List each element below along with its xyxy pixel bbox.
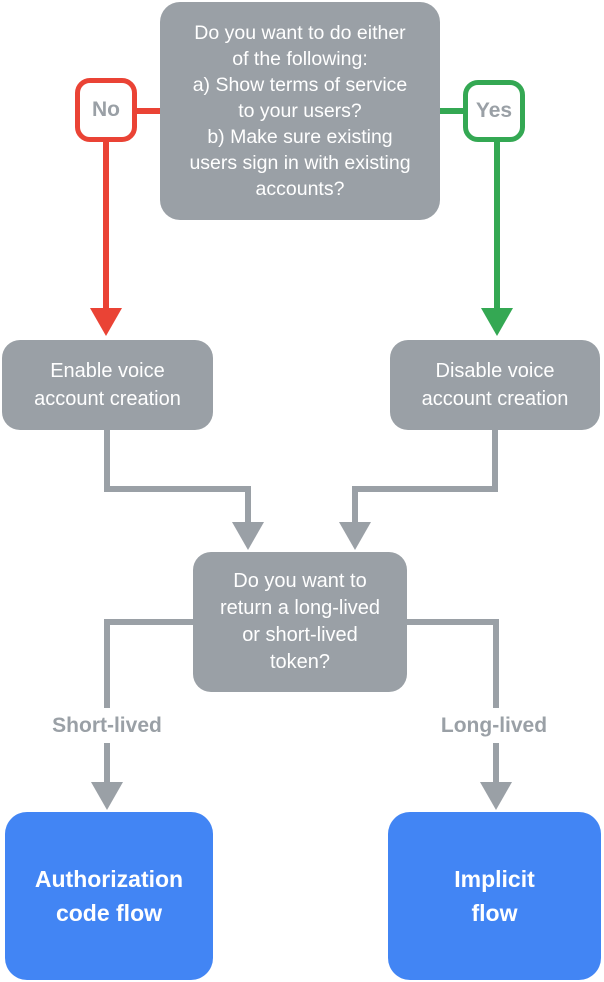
no-badge: No — [75, 78, 137, 142]
right-merge-connector-h — [352, 486, 498, 492]
short-lived-connector-v — [104, 619, 110, 782]
question-node-token-lifetime: Do you want to return a long-lived or sh… — [193, 552, 407, 692]
authorization-code-flow-node: Authorization code flow — [5, 812, 213, 980]
yes-badge: Yes — [463, 80, 525, 142]
left-merge-connector-h — [104, 486, 251, 492]
right-merge-arrow-down-icon — [339, 522, 371, 550]
yes-connector-horizontal — [438, 108, 465, 114]
left-merge-connector-v2 — [245, 486, 251, 524]
yes-connector-vertical — [494, 140, 500, 310]
short-lived-edge-label: Short-lived — [22, 708, 192, 743]
yes-arrow-down-icon — [481, 308, 513, 336]
long-lived-arrow-down-icon — [480, 782, 512, 810]
long-lived-connector-h — [406, 619, 499, 625]
left-merge-arrow-down-icon — [232, 522, 264, 550]
right-merge-connector-v1 — [492, 430, 498, 492]
long-lived-connector-v — [493, 619, 499, 782]
short-lived-connector-h — [104, 619, 194, 625]
disable-voice-account-node: Disable voice account creation — [390, 340, 600, 430]
long-lived-edge-label: Long-lived — [409, 708, 579, 743]
right-merge-connector-v2 — [352, 486, 358, 524]
implicit-flow-node: Implicit flow — [388, 812, 601, 980]
question-node-terms-of-service: Do you want to do either of the followin… — [160, 2, 440, 220]
no-connector-vertical — [103, 140, 109, 310]
short-lived-arrow-down-icon — [91, 782, 123, 810]
left-merge-connector-v1 — [104, 430, 110, 492]
no-arrow-down-icon — [90, 308, 122, 336]
enable-voice-account-node: Enable voice account creation — [2, 340, 213, 430]
no-connector-horizontal — [135, 108, 162, 114]
